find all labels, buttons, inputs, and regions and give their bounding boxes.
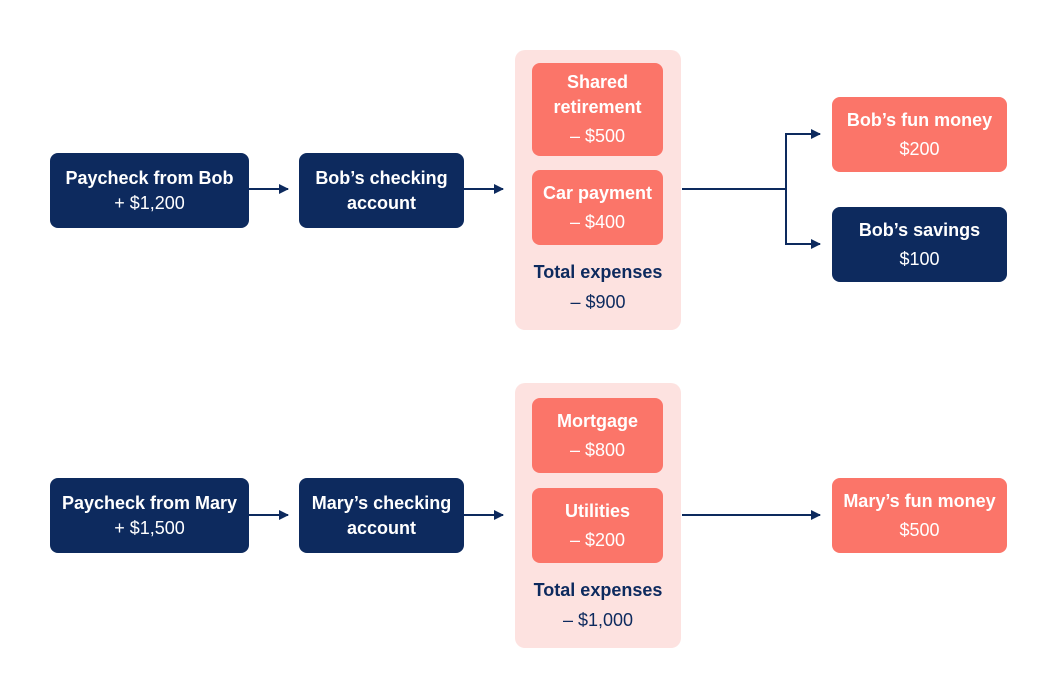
mary-expense-mortgage-title: Mortgage xyxy=(557,410,638,431)
mary-paycheck-title: Paycheck from Mary xyxy=(61,492,238,513)
bob-expense-shared-retirement-line1: Shared xyxy=(566,72,629,92)
mary-checking-line2: account xyxy=(346,517,416,538)
mary-checking-line1: Mary’s checking xyxy=(311,492,452,513)
mary-fun-money-amount: $500 xyxy=(899,519,940,540)
mary-expense-mortgage: Mortgage – $800 xyxy=(532,398,663,473)
bob-fun-money-node: Bob’s fun money $200 xyxy=(832,97,1007,172)
bob-checking-node: Bob’s checking account xyxy=(299,153,464,228)
mary-expense-utilities-amount: – $200 xyxy=(569,529,626,550)
bob-expense-shared-retirement: Shared retirement – $500 xyxy=(532,63,663,156)
bob-paycheck-node: Paycheck from Bob + $1,200 xyxy=(50,153,249,228)
bob-total-expenses-amount: – $900 xyxy=(570,292,626,312)
mary-total-expenses-amount: – $1,000 xyxy=(562,610,634,630)
bob-paycheck-title: Paycheck from Bob xyxy=(65,167,234,188)
bob-expense-shared-retirement-amount: – $500 xyxy=(569,126,626,146)
bob-fun-money-amount: $200 xyxy=(899,138,940,159)
bob-expense-car-payment: Car payment – $400 xyxy=(532,170,663,245)
bob-fun-money-title: Bob’s fun money xyxy=(846,109,993,130)
mary-total-expenses: Total expenses – $1,000 xyxy=(515,575,681,635)
bob-expense-car-payment-amount: – $400 xyxy=(569,211,626,232)
mary-fun-money-node: Mary’s fun money $500 xyxy=(832,478,1007,553)
mary-expense-utilities-title: Utilities xyxy=(564,500,630,521)
bob-expense-shared-retirement-line2: retirement xyxy=(553,97,642,117)
bob-total-expenses-title: Total expenses xyxy=(533,262,663,282)
bob-checking-line2: account xyxy=(346,192,416,213)
mary-total-expenses-title: Total expenses xyxy=(533,580,663,600)
bob-savings-title: Bob’s savings xyxy=(858,219,981,240)
bob-savings-node: Bob’s savings $100 xyxy=(832,207,1007,282)
mary-fun-money-title: Mary’s fun money xyxy=(843,490,996,511)
mary-paycheck-node: Paycheck from Mary + $1,500 xyxy=(50,478,249,553)
bob-savings-amount: $100 xyxy=(899,248,940,269)
mary-expense-utilities: Utilities – $200 xyxy=(532,488,663,563)
mary-paycheck-amount: + $1,500 xyxy=(114,517,185,538)
bob-expense-car-payment-title: Car payment xyxy=(542,182,653,203)
bob-checking-line1: Bob’s checking xyxy=(315,167,448,188)
mary-checking-node: Mary’s checking account xyxy=(299,478,464,553)
bob-paycheck-amount: + $1,200 xyxy=(114,192,185,213)
mary-expense-mortgage-amount: – $800 xyxy=(569,439,626,460)
bob-total-expenses: Total expenses – $900 xyxy=(515,257,681,317)
